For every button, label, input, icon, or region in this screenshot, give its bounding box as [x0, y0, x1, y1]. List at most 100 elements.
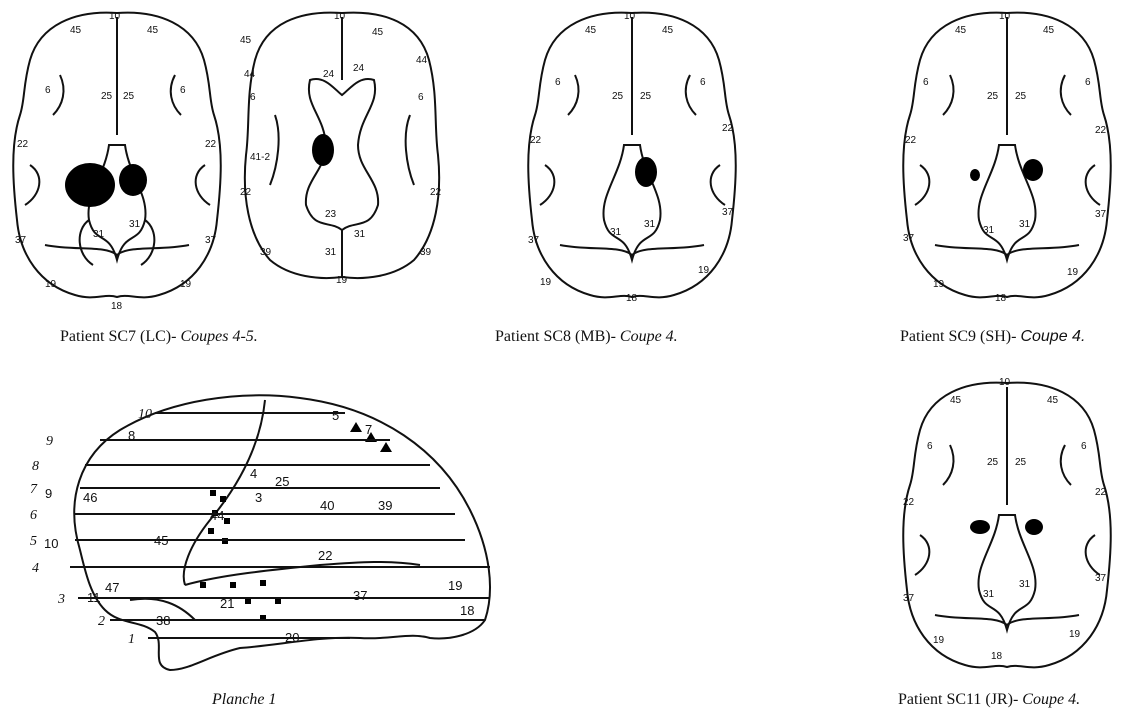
svg-text:31: 31	[1019, 579, 1031, 590]
svg-text:45: 45	[372, 27, 384, 38]
svg-text:31: 31	[1019, 219, 1031, 230]
svg-text:20: 20	[285, 630, 299, 645]
svg-text:19: 19	[1067, 267, 1079, 278]
svg-text:31: 31	[644, 219, 656, 230]
caption-sc7: Patient SC7 (LC)- Coupes 4-5.	[60, 327, 258, 347]
svg-text:22: 22	[903, 497, 915, 508]
slice-level-label: 7	[30, 482, 38, 497]
svg-text:18: 18	[995, 293, 1007, 304]
sc7-slice-a: 10 45 45 6 6 25 25 22 22 37 37 31 31 19 …	[5, 5, 230, 305]
svg-text:25: 25	[1015, 91, 1027, 102]
slice-level-label: 9	[46, 434, 53, 449]
svg-text:3: 3	[255, 490, 262, 505]
svg-text:22: 22	[905, 135, 917, 146]
svg-text:22: 22	[430, 187, 442, 198]
svg-text:5: 5	[332, 408, 339, 423]
sc7-slice-b: 10 45 45 44 44 24 24 6 6 41-2 22 22 23 3…	[230, 5, 455, 285]
svg-text:45: 45	[147, 25, 159, 36]
svg-text:10: 10	[999, 11, 1011, 22]
svg-text:31: 31	[983, 589, 995, 600]
svg-text:22: 22	[722, 123, 734, 134]
svg-text:24: 24	[323, 69, 335, 80]
svg-text:31: 31	[610, 227, 622, 238]
svg-text:19: 19	[180, 279, 192, 290]
svg-text:6: 6	[250, 92, 256, 103]
svg-text:45: 45	[1043, 25, 1055, 36]
svg-text:22: 22	[17, 139, 29, 150]
lesion-right	[635, 157, 657, 187]
caption-sc11: Patient SC11 (JR)- Coupe 4.	[898, 690, 1080, 710]
lesion-left	[312, 134, 334, 166]
slice-level-label: 1	[128, 632, 135, 647]
svg-text:37: 37	[1095, 209, 1107, 220]
svg-text:18: 18	[460, 603, 474, 618]
svg-text:39: 39	[420, 247, 432, 258]
svg-text:31: 31	[93, 229, 105, 240]
svg-text:22: 22	[530, 135, 542, 146]
svg-text:38: 38	[156, 613, 170, 628]
svg-text:45: 45	[955, 25, 967, 36]
svg-text:6: 6	[45, 85, 51, 96]
svg-text:37: 37	[722, 207, 734, 218]
slice-level-label: 8	[32, 459, 39, 474]
svg-text:22: 22	[240, 187, 252, 198]
svg-text:10: 10	[624, 11, 636, 22]
svg-text:21: 21	[220, 596, 234, 611]
svg-text:31: 31	[129, 219, 141, 230]
svg-text:19: 19	[933, 279, 945, 290]
slice-level-label: 3	[57, 592, 65, 607]
svg-text:37: 37	[15, 235, 27, 246]
svg-text:45: 45	[950, 395, 962, 406]
svg-text:19: 19	[698, 265, 710, 276]
svg-text:25: 25	[1015, 457, 1027, 468]
svg-text:44: 44	[244, 69, 256, 80]
lateral-brain-svg: 8 9 46 10 45 44 47 11 38 21 20 22 37 19 …	[20, 370, 500, 675]
svg-text:23: 23	[325, 209, 337, 220]
svg-text:45: 45	[1047, 395, 1059, 406]
svg-text:6: 6	[700, 77, 706, 88]
caption-sc9: Patient SC9 (SH)- Coupe 4.	[900, 327, 1085, 347]
svg-text:37: 37	[528, 235, 540, 246]
slice-level-label: 4	[32, 561, 39, 576]
svg-text:11: 11	[87, 590, 101, 605]
caption-sc8: Patient SC8 (MB)- Coupe 4.	[495, 327, 678, 347]
svg-text:25: 25	[123, 91, 135, 102]
svg-text:45: 45	[662, 25, 674, 36]
svg-text:37: 37	[903, 593, 915, 604]
svg-text:10: 10	[334, 11, 346, 22]
svg-text:4: 4	[250, 466, 257, 481]
slice-level-label: 6	[30, 508, 37, 523]
brain-slice-sc9: 10 45 45 6 6 25 25 22 22 37 37 31 31 19 …	[895, 5, 1120, 305]
svg-text:41-2: 41-2	[250, 152, 270, 163]
svg-text:45: 45	[70, 25, 82, 36]
svg-text:19: 19	[45, 279, 57, 290]
svg-text:9: 9	[45, 486, 52, 501]
svg-text:18: 18	[626, 293, 638, 304]
brain-slice-sc11: 10 45 45 6 6 25 25 22 22 37 37 31 31 19 …	[895, 375, 1120, 675]
slice-level-label: 2	[98, 614, 105, 629]
svg-text:25: 25	[101, 91, 113, 102]
svg-text:6: 6	[1081, 441, 1087, 452]
lesion-right	[119, 164, 147, 196]
svg-text:8: 8	[128, 428, 135, 443]
brain-slice-sc7-a: 10 45 45 6 6 25 25 22 22 37 37 31 31 19 …	[5, 5, 230, 305]
svg-text:45: 45	[585, 25, 597, 36]
svg-text:19: 19	[933, 635, 945, 646]
svg-text:7: 7	[365, 422, 372, 437]
svg-text:6: 6	[927, 441, 933, 452]
svg-text:22: 22	[205, 139, 217, 150]
sc9-slice: 10 45 45 6 6 25 25 22 22 37 37 31 31 19 …	[895, 5, 1120, 305]
svg-text:37: 37	[353, 588, 367, 603]
svg-text:25: 25	[987, 91, 999, 102]
lesion-left	[970, 169, 980, 181]
svg-text:37: 37	[205, 235, 217, 246]
svg-text:40: 40	[320, 498, 334, 513]
svg-text:6: 6	[180, 85, 186, 96]
svg-text:46: 46	[83, 490, 97, 505]
sc11-slice: 10 45 45 6 6 25 25 22 22 37 37 31 31 19 …	[895, 375, 1120, 675]
svg-text:24: 24	[353, 63, 365, 74]
svg-text:25: 25	[987, 457, 999, 468]
brain-slice-sc8: 10 45 45 6 6 25 25 22 22 37 37 31 31 19 …	[520, 5, 745, 305]
brain-slice-sc7-b: 10 45 45 44 44 24 24 6 6 41-2 22 22 23 3…	[230, 5, 455, 285]
svg-text:25: 25	[612, 91, 624, 102]
